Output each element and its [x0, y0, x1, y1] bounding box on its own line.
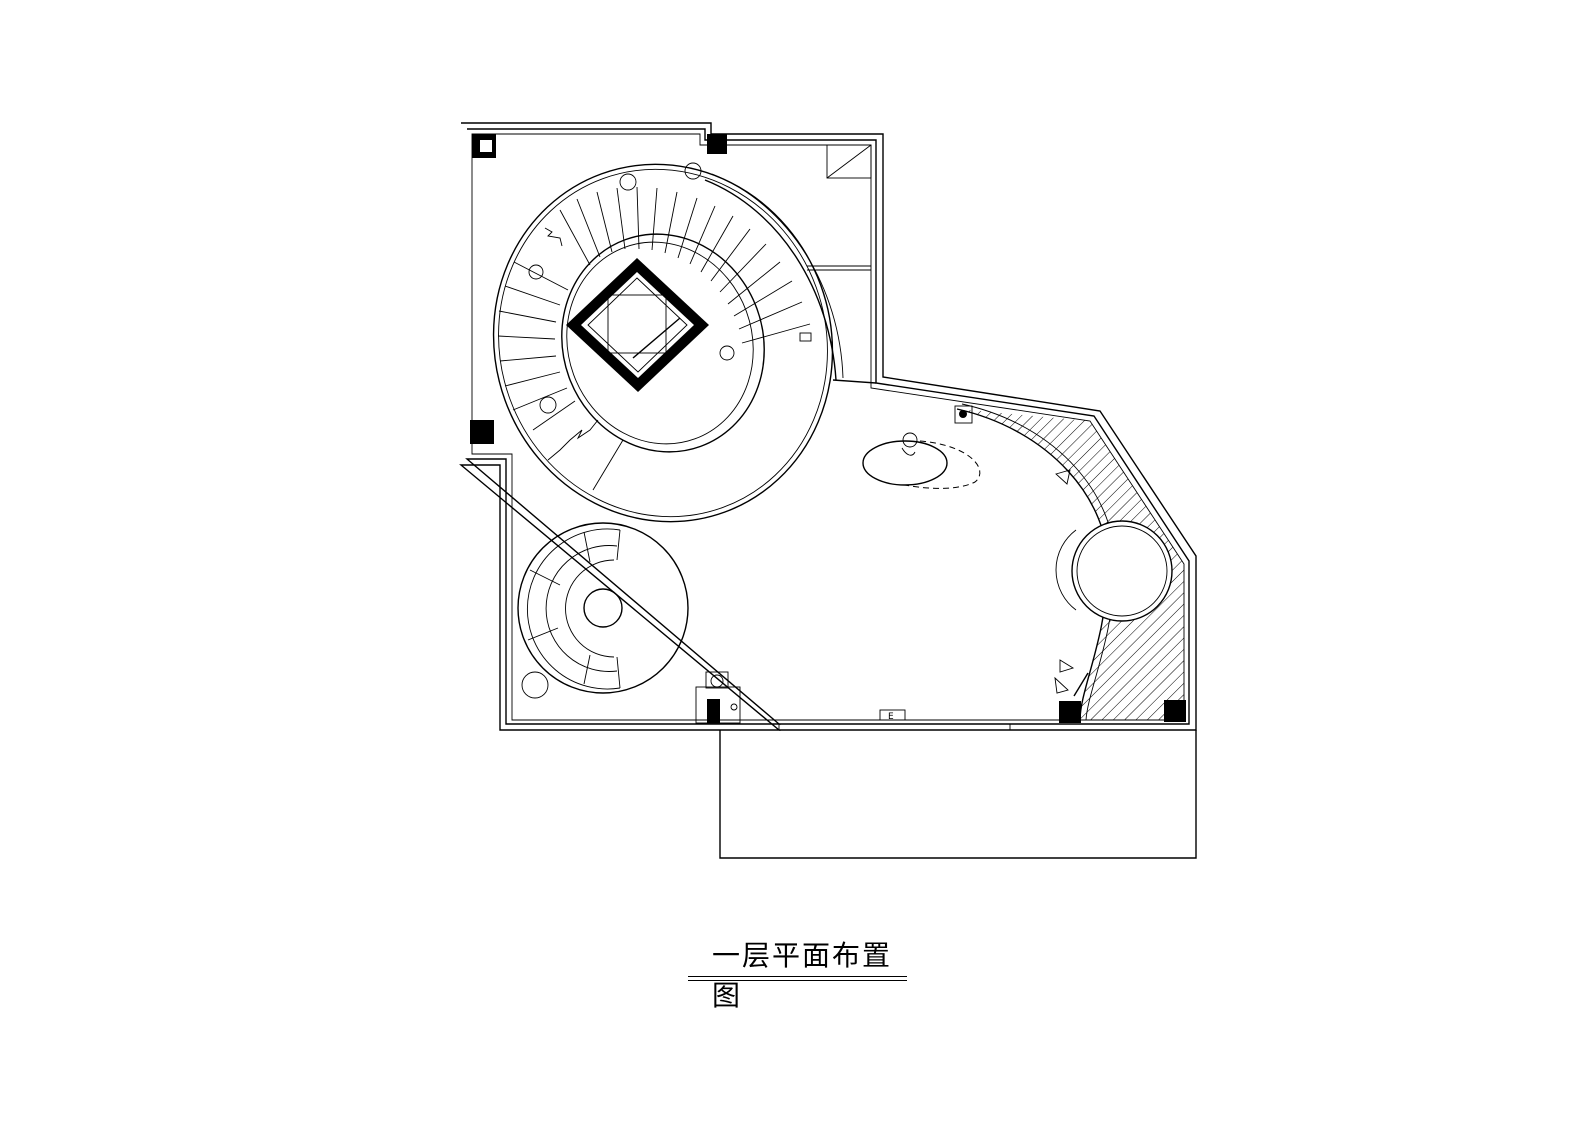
hatched-planter-icon: [956, 403, 1184, 721]
entrance: E: [719, 709, 1197, 859]
round-sofa-icon: [517, 522, 689, 699]
entrance-mark: E: [888, 712, 894, 722]
title-underline-bottom: [688, 980, 907, 981]
title-underline-top: [688, 976, 907, 977]
counter-icon: [695, 671, 741, 724]
elevator-icon: [566, 258, 709, 392]
spiral-stair-icon: [492, 162, 834, 523]
drawing-title: 一层平面布置图: [712, 939, 893, 1012]
fixture-icons: [799, 332, 1089, 697]
sculpture-icon: [862, 432, 981, 489]
